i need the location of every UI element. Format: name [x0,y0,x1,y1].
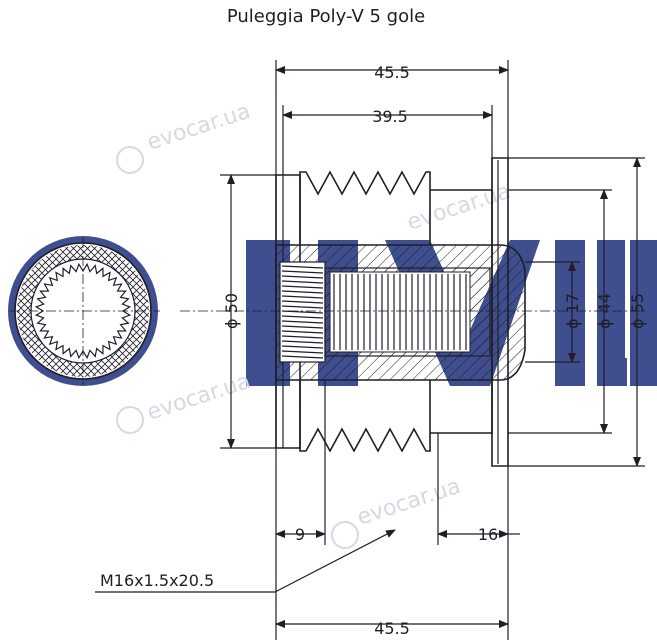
dim-right-offset: 16 [478,525,498,544]
dim-overall-length-top: 45.5 [374,63,410,82]
pulley-section [180,157,645,467]
dim-diameter-44: ϕ 44 [595,293,614,329]
drawing-title: Puleggia Poly-V 5 gole [227,6,425,27]
watermark-1: evocar.ua [144,99,254,156]
end-view [10,238,160,384]
watermark-3: evocar.ua [144,369,254,426]
dim-overall-length-bottom: 45.5 [374,619,410,638]
dim-left-offset: 9 [295,525,305,544]
dim-diameter-55: ϕ 55 [628,293,647,329]
dim-pulley-length: 39.5 [372,107,408,126]
dim-diameter-17: ϕ 17 [563,293,582,329]
watermark-4: evocar.ua [354,474,464,531]
dim-diameter-50: ϕ 50 [222,293,241,329]
dim-thread-spec: M16x1.5x20.5 [100,571,214,590]
dimension-lines: 45.5 39.5 ϕ 50 ϕ 17 ϕ 44 ϕ 55 9 16 [95,60,647,640]
watermark-2: evocar.ua [404,179,514,236]
